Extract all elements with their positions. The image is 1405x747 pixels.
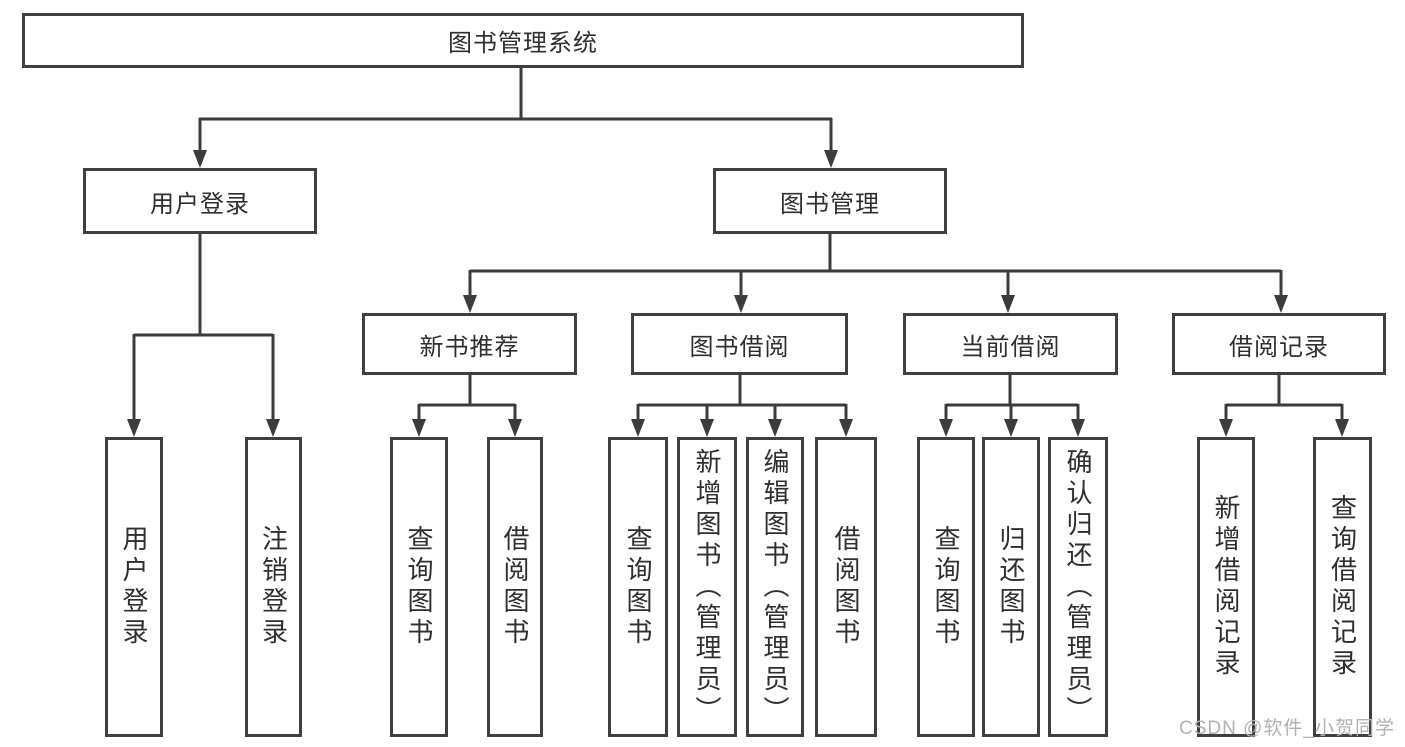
leaf-label: 查询图书: [931, 525, 961, 649]
leaf-label: 用户登录: [119, 525, 149, 649]
leaf-label: 查询借阅记录: [1327, 494, 1358, 680]
leaf-label: 查询图书: [623, 525, 653, 649]
connector-current-to-leaves: [939, 375, 1085, 437]
connector-login-to-leaves: [127, 234, 280, 437]
node-user-login: 用户登录: [83, 168, 317, 234]
leaf-label: 编辑图书（管理员）: [760, 447, 790, 727]
leaf-add-borrow-record: 新增借阅记录: [1197, 437, 1255, 737]
leaf-edit-book-admin: 编辑图书（管理员）: [746, 437, 804, 737]
connector-mgmt-to-level3: [463, 234, 1288, 313]
connector-borrow-to-leaves: [631, 375, 853, 437]
leaf-user-login: 用户登录: [105, 437, 163, 737]
leaf-add-book-admin: 新增图书（管理员）: [677, 437, 737, 737]
node-book-borrow: 图书借阅: [631, 313, 848, 375]
leaf-label: 新增图书（管理员）: [692, 447, 722, 727]
leaf-query-book-3: 查询图书: [917, 437, 975, 737]
leaf-query-book-1: 查询图书: [390, 437, 448, 737]
node-system-root: 图书管理系统: [22, 13, 1024, 68]
connector-root-to-level2: [193, 68, 838, 168]
leaf-confirm-return-admin: 确认归还（管理员）: [1048, 437, 1108, 737]
node-borrow-records: 借阅记录: [1172, 313, 1386, 375]
leaf-label: 归还图书: [996, 525, 1026, 649]
leaf-borrow-book-2: 借阅图书: [815, 437, 877, 737]
csdn-watermark: CSDN @软件_小贺同学: [1179, 718, 1395, 739]
connector-newbook-to-leaves: [412, 375, 522, 437]
leaf-query-book-2: 查询图书: [608, 437, 668, 737]
leaf-label: 查询图书: [404, 525, 434, 649]
node-book-management: 图书管理: [713, 168, 947, 234]
leaf-label: 注销登录: [258, 525, 289, 649]
node-current-borrow: 当前借阅: [903, 313, 1118, 375]
node-new-book-recommend: 新书推荐: [362, 313, 577, 375]
leaf-label: 借阅图书: [831, 525, 861, 649]
leaf-logout: 注销登录: [245, 437, 302, 737]
leaf-return-book: 归还图书: [982, 437, 1040, 737]
leaf-query-borrow-record: 查询借阅记录: [1313, 437, 1372, 737]
leaf-label: 新增借阅记录: [1211, 494, 1241, 680]
leaf-label: 确认归还（管理员）: [1063, 447, 1093, 727]
leaf-label: 借阅图书: [500, 525, 530, 649]
leaf-borrow-book-1: 借阅图书: [487, 437, 543, 737]
connector-records-to-leaves: [1219, 375, 1349, 437]
